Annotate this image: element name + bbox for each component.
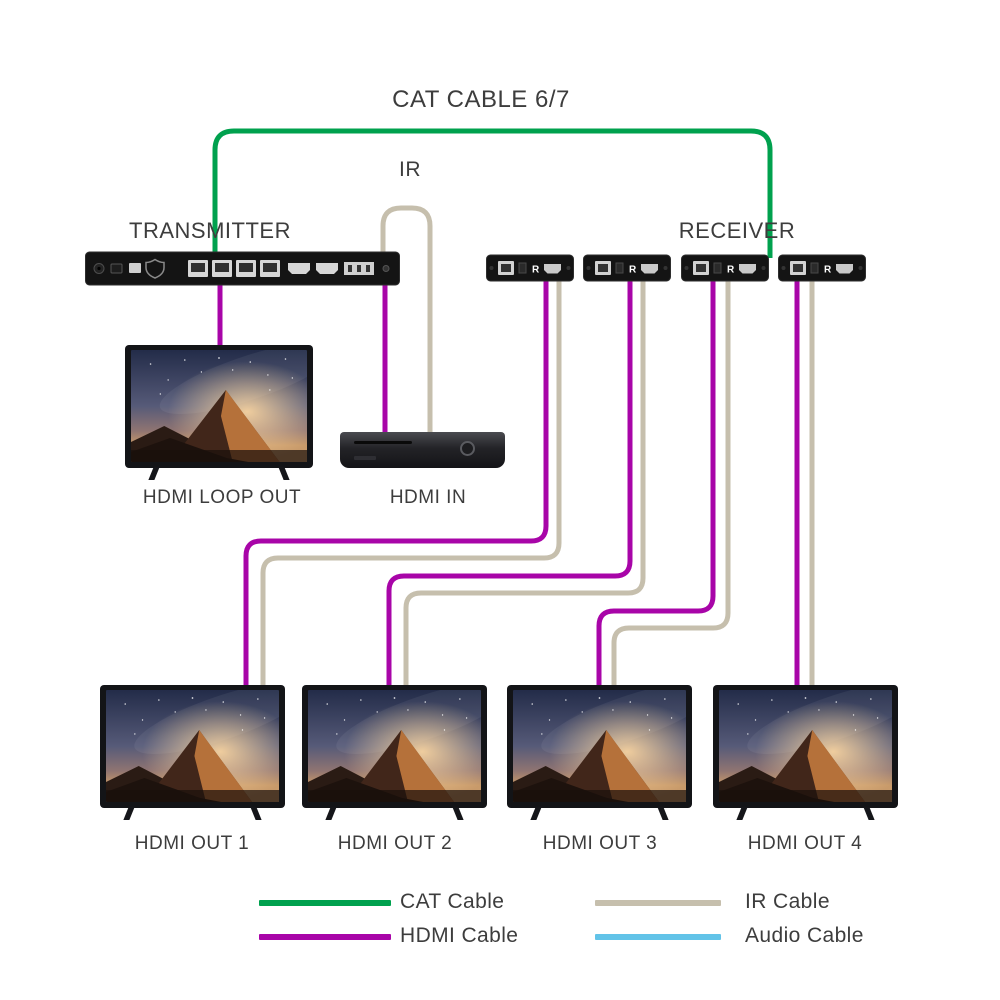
hdmi-port-icon [836, 264, 853, 274]
tv-hdmi-out-3 [507, 685, 692, 820]
screw-icon [684, 266, 689, 270]
receiver-marking: R [532, 265, 540, 276]
receiver-1-device: R [486, 254, 574, 287]
tv-screen-image [131, 350, 307, 462]
tv-screen-image [719, 690, 892, 802]
dvd-player-body [340, 432, 505, 468]
tv-hdmi-loop-out [125, 345, 313, 480]
ir-port-icon [713, 262, 722, 274]
hdmi-cable-rx2 [386, 279, 633, 690]
ir-cable-tx-to-source [380, 205, 433, 438]
cat-cable-title: CAT CABLE 6/7 [392, 86, 570, 113]
display-panel-icon [354, 456, 376, 460]
tv-frame [100, 685, 285, 808]
screw-icon [858, 266, 863, 270]
ir-cable-rx3 [611, 279, 731, 690]
legend-line-hdmi [259, 934, 391, 940]
hdmi-out-1-label: HDMI OUT 1 [134, 833, 250, 854]
tv-hdmi-out-4 [713, 685, 898, 820]
hdmi-cable-rx3 [596, 279, 716, 690]
screw-icon [781, 266, 786, 270]
ir-cable-rx1 [260, 279, 562, 690]
ir-eye-icon [382, 265, 390, 272]
hdmi-port-icon [544, 264, 561, 274]
tv-frame [125, 345, 313, 468]
ir-port-icon [810, 262, 819, 274]
shield-icon [145, 258, 165, 279]
usb-port-icon [110, 263, 123, 274]
hdmi-out-2-label: HDMI OUT 2 [337, 833, 453, 854]
legend-label-cat: CAT Cable [400, 890, 505, 913]
tv-screen-image [106, 690, 279, 802]
screw-icon [489, 266, 494, 270]
transmitter-device [85, 250, 400, 292]
screw-icon [586, 266, 591, 270]
legend-line-ir [595, 900, 721, 906]
tv-screen-image [513, 690, 686, 802]
hdmi-cable-rx1 [243, 279, 549, 690]
tv-hdmi-out-1 [100, 685, 285, 820]
tv-frame [302, 685, 487, 808]
receiver-marking: R [629, 265, 637, 276]
screw-icon [663, 266, 668, 270]
disc-tray-icon [354, 441, 412, 444]
receiver-marking: R [727, 265, 735, 276]
receiver-3-device: R [681, 254, 769, 287]
legend-label-hdmi: HDMI Cable [400, 924, 519, 947]
hdmi-out-4-label: HDMI OUT 4 [747, 833, 863, 854]
ir-port-icon [518, 262, 527, 274]
transmitter-front-panel [85, 251, 400, 286]
terminal-block-icon [344, 262, 374, 275]
receiver-2-device: R [583, 254, 671, 287]
tv-hdmi-out-2 [302, 685, 487, 820]
legend-line-audio [595, 934, 721, 940]
service-port-icon [129, 263, 141, 273]
hdmi-port-icon [739, 264, 756, 274]
tv-screen-image [308, 690, 481, 802]
hdmi-port-icon [641, 264, 658, 274]
screw-icon [566, 266, 571, 270]
tv-frame [507, 685, 692, 808]
hdmi-loop-out-label: HDMI LOOP OUT [142, 487, 302, 508]
legend-label-ir: IR Cable [745, 890, 830, 913]
tv-frame [713, 685, 898, 808]
transmitter-label: TRANSMITTER [129, 218, 291, 243]
ir-cable-rx2 [403, 279, 646, 690]
receiver-marking: R [824, 265, 832, 276]
legend-label-audio: Audio Cable [745, 924, 864, 947]
receiver-4-device: R [778, 254, 866, 287]
ir-cable-label: IR [399, 158, 421, 181]
hdmi-out-3-label: HDMI OUT 3 [542, 833, 658, 854]
legend-line-cat [259, 900, 391, 906]
rj45-ports-icon [188, 260, 280, 277]
hdmi-ports-icon [288, 263, 338, 274]
hdmi-in-label: HDMI IN [389, 487, 467, 508]
cat-cable-path [212, 128, 773, 258]
ir-port-icon [615, 262, 624, 274]
receiver-label: RECEIVER [678, 218, 796, 243]
dvd-player-device [340, 432, 505, 468]
eject-button-icon [460, 441, 475, 456]
screw-icon [761, 266, 766, 270]
